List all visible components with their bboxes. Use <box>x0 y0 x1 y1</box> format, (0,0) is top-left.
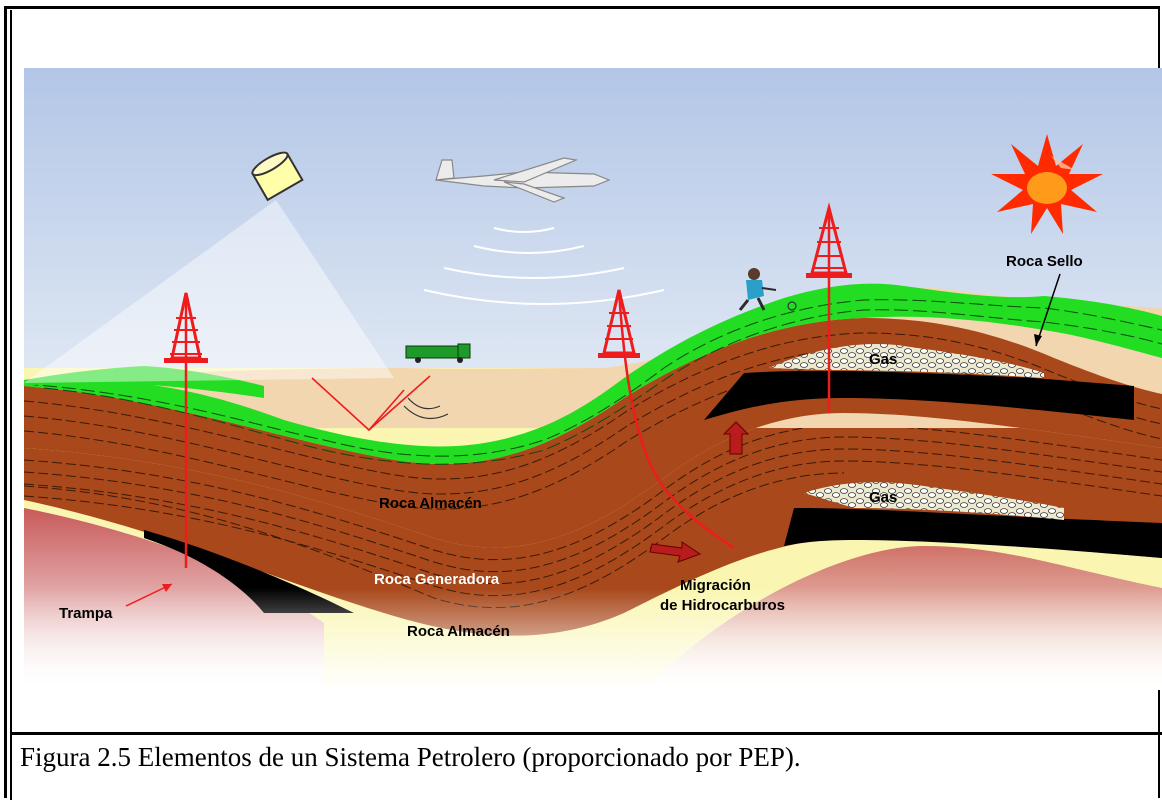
label-migracion-line1: Migración <box>680 577 751 594</box>
green-strata <box>24 299 1162 465</box>
figure-caption: Figura 2.5 Elementos de un Sistema Petro… <box>20 742 801 772</box>
label-gas-upper: Gas <box>869 351 897 368</box>
green-surface-left <box>24 366 264 398</box>
truck-icon <box>405 343 471 363</box>
lower-brown-strata <box>24 424 1162 609</box>
green-seal-layer <box>24 283 1162 465</box>
lower-oil-accumulation <box>784 508 1162 558</box>
lower-gas-cap <box>804 482 1064 520</box>
label-roca-sello: Roca Sello <box>1006 253 1083 270</box>
surveyor-icon <box>738 268 797 311</box>
airborne-survey-waves <box>423 227 665 305</box>
airplane-icon <box>435 157 611 203</box>
lateral-migration-arrow <box>649 541 702 563</box>
roca-sello-pointer <box>1035 273 1061 347</box>
label-roca-almacen-lower: Roca Almacén <box>407 623 510 640</box>
oil-derrick-icon <box>164 292 208 568</box>
bottom-fade <box>24 588 1162 690</box>
label-roca-almacen-upper: Roca Almacén <box>379 495 482 512</box>
sun-icon <box>991 134 1103 234</box>
oil-derrick-icon <box>598 289 735 550</box>
label-gas-lower: Gas <box>869 489 897 506</box>
label-roca-generadora: Roca Generadora <box>374 571 500 588</box>
lower-brown-layer <box>24 413 1162 636</box>
satellite-beam <box>24 200 394 383</box>
migration-arrows <box>125 273 1061 607</box>
satellite-icon <box>251 151 304 202</box>
label-migracion-line2: de Hidrocarburos <box>660 597 785 614</box>
seismic-rays <box>311 375 449 432</box>
caption-separator <box>10 732 1162 735</box>
oil-derrick-icon <box>806 202 852 413</box>
upward-migration-arrow <box>722 421 750 455</box>
upper-gas-cap <box>769 344 1044 378</box>
petroleum-system-figure: Roca Sello Gas Gas Roca Almacén Roca Gen… <box>24 68 1162 690</box>
label-trampa: Trampa <box>59 605 113 622</box>
upper-oil-accumulation <box>704 370 1134 420</box>
inner-border-line <box>10 10 12 800</box>
